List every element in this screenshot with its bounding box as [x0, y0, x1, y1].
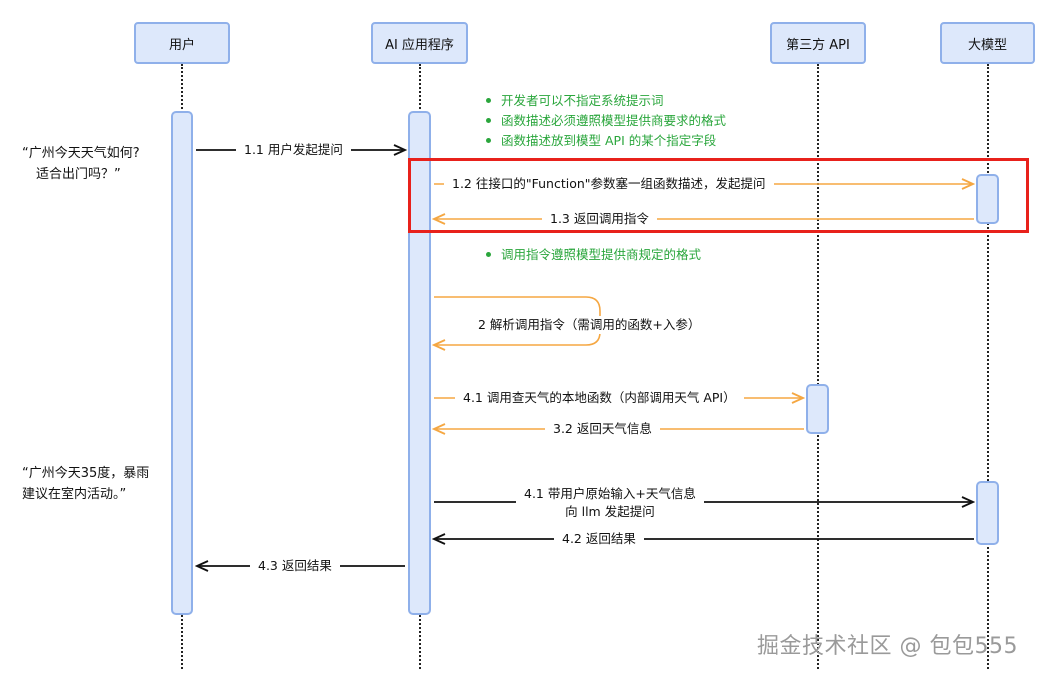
message-4-3: 4.3 返回结果: [250, 557, 340, 575]
bullet-mid: 调用指令遵照模型提供商规定的格式: [486, 245, 701, 265]
highlight-box: [408, 158, 1029, 233]
bullet-top-1: 开发者可以不指定系统提示词: [486, 91, 664, 111]
activation-api: [806, 384, 829, 434]
note-question-line1: “广州今天天气如何?: [22, 146, 140, 161]
participant-app: AI 应用程序: [371, 22, 468, 64]
bullet-top-2: 函数描述必须遵照模型提供商要求的格式: [486, 111, 726, 131]
note-question-line2: 适合出门吗？”: [36, 167, 121, 182]
message-4-1-llm: 4.1 带用户原始输入+天气信息 向 llm 发起提问: [516, 485, 704, 521]
note-answer-line1: “广州今天35度，暴雨: [22, 466, 150, 481]
note-user-question: “广州今天天气如何? 适合出门吗？”: [22, 143, 140, 185]
message-1-3: 1.3 返回调用指令: [542, 210, 657, 228]
note-final-answer: “广州今天35度，暴雨 建议在室内活动。”: [22, 463, 149, 505]
activation-app: [408, 111, 431, 615]
watermark: 掘金技术社区 @ 包包555: [757, 634, 1018, 659]
message-4-1-api: 4.1 调用查天气的本地函数（内部调用天气 API）: [455, 389, 744, 407]
note-answer-line2: 建议在室内活动。”: [22, 487, 127, 502]
participant-api: 第三方 API: [770, 22, 866, 64]
message-4-2: 4.2 返回结果: [554, 530, 644, 548]
activation-llm-1: [976, 174, 999, 224]
message-1-2: 1.2 往接口的"Function"参数塞一组函数描述，发起提问: [444, 175, 774, 193]
message-4-1-llm-line2: 向 llm 发起提问: [565, 504, 655, 519]
message-2: 2 解析调用指令（需调用的函数+入参）: [470, 316, 709, 334]
lifeline-llm: [987, 64, 989, 669]
activation-user: [171, 111, 193, 615]
activation-llm-2: [976, 481, 999, 545]
bullet-top-3: 函数描述放到模型 API 的某个指定字段: [486, 131, 716, 151]
participant-user: 用户: [134, 22, 230, 64]
message-4-1-llm-line1: 4.1 带用户原始输入+天气信息: [524, 486, 696, 501]
participant-llm: 大模型: [940, 22, 1035, 64]
lifeline-api: [817, 64, 819, 669]
message-3-2: 3.2 返回天气信息: [545, 420, 660, 438]
message-1-1: 1.1 用户发起提问: [236, 141, 351, 159]
